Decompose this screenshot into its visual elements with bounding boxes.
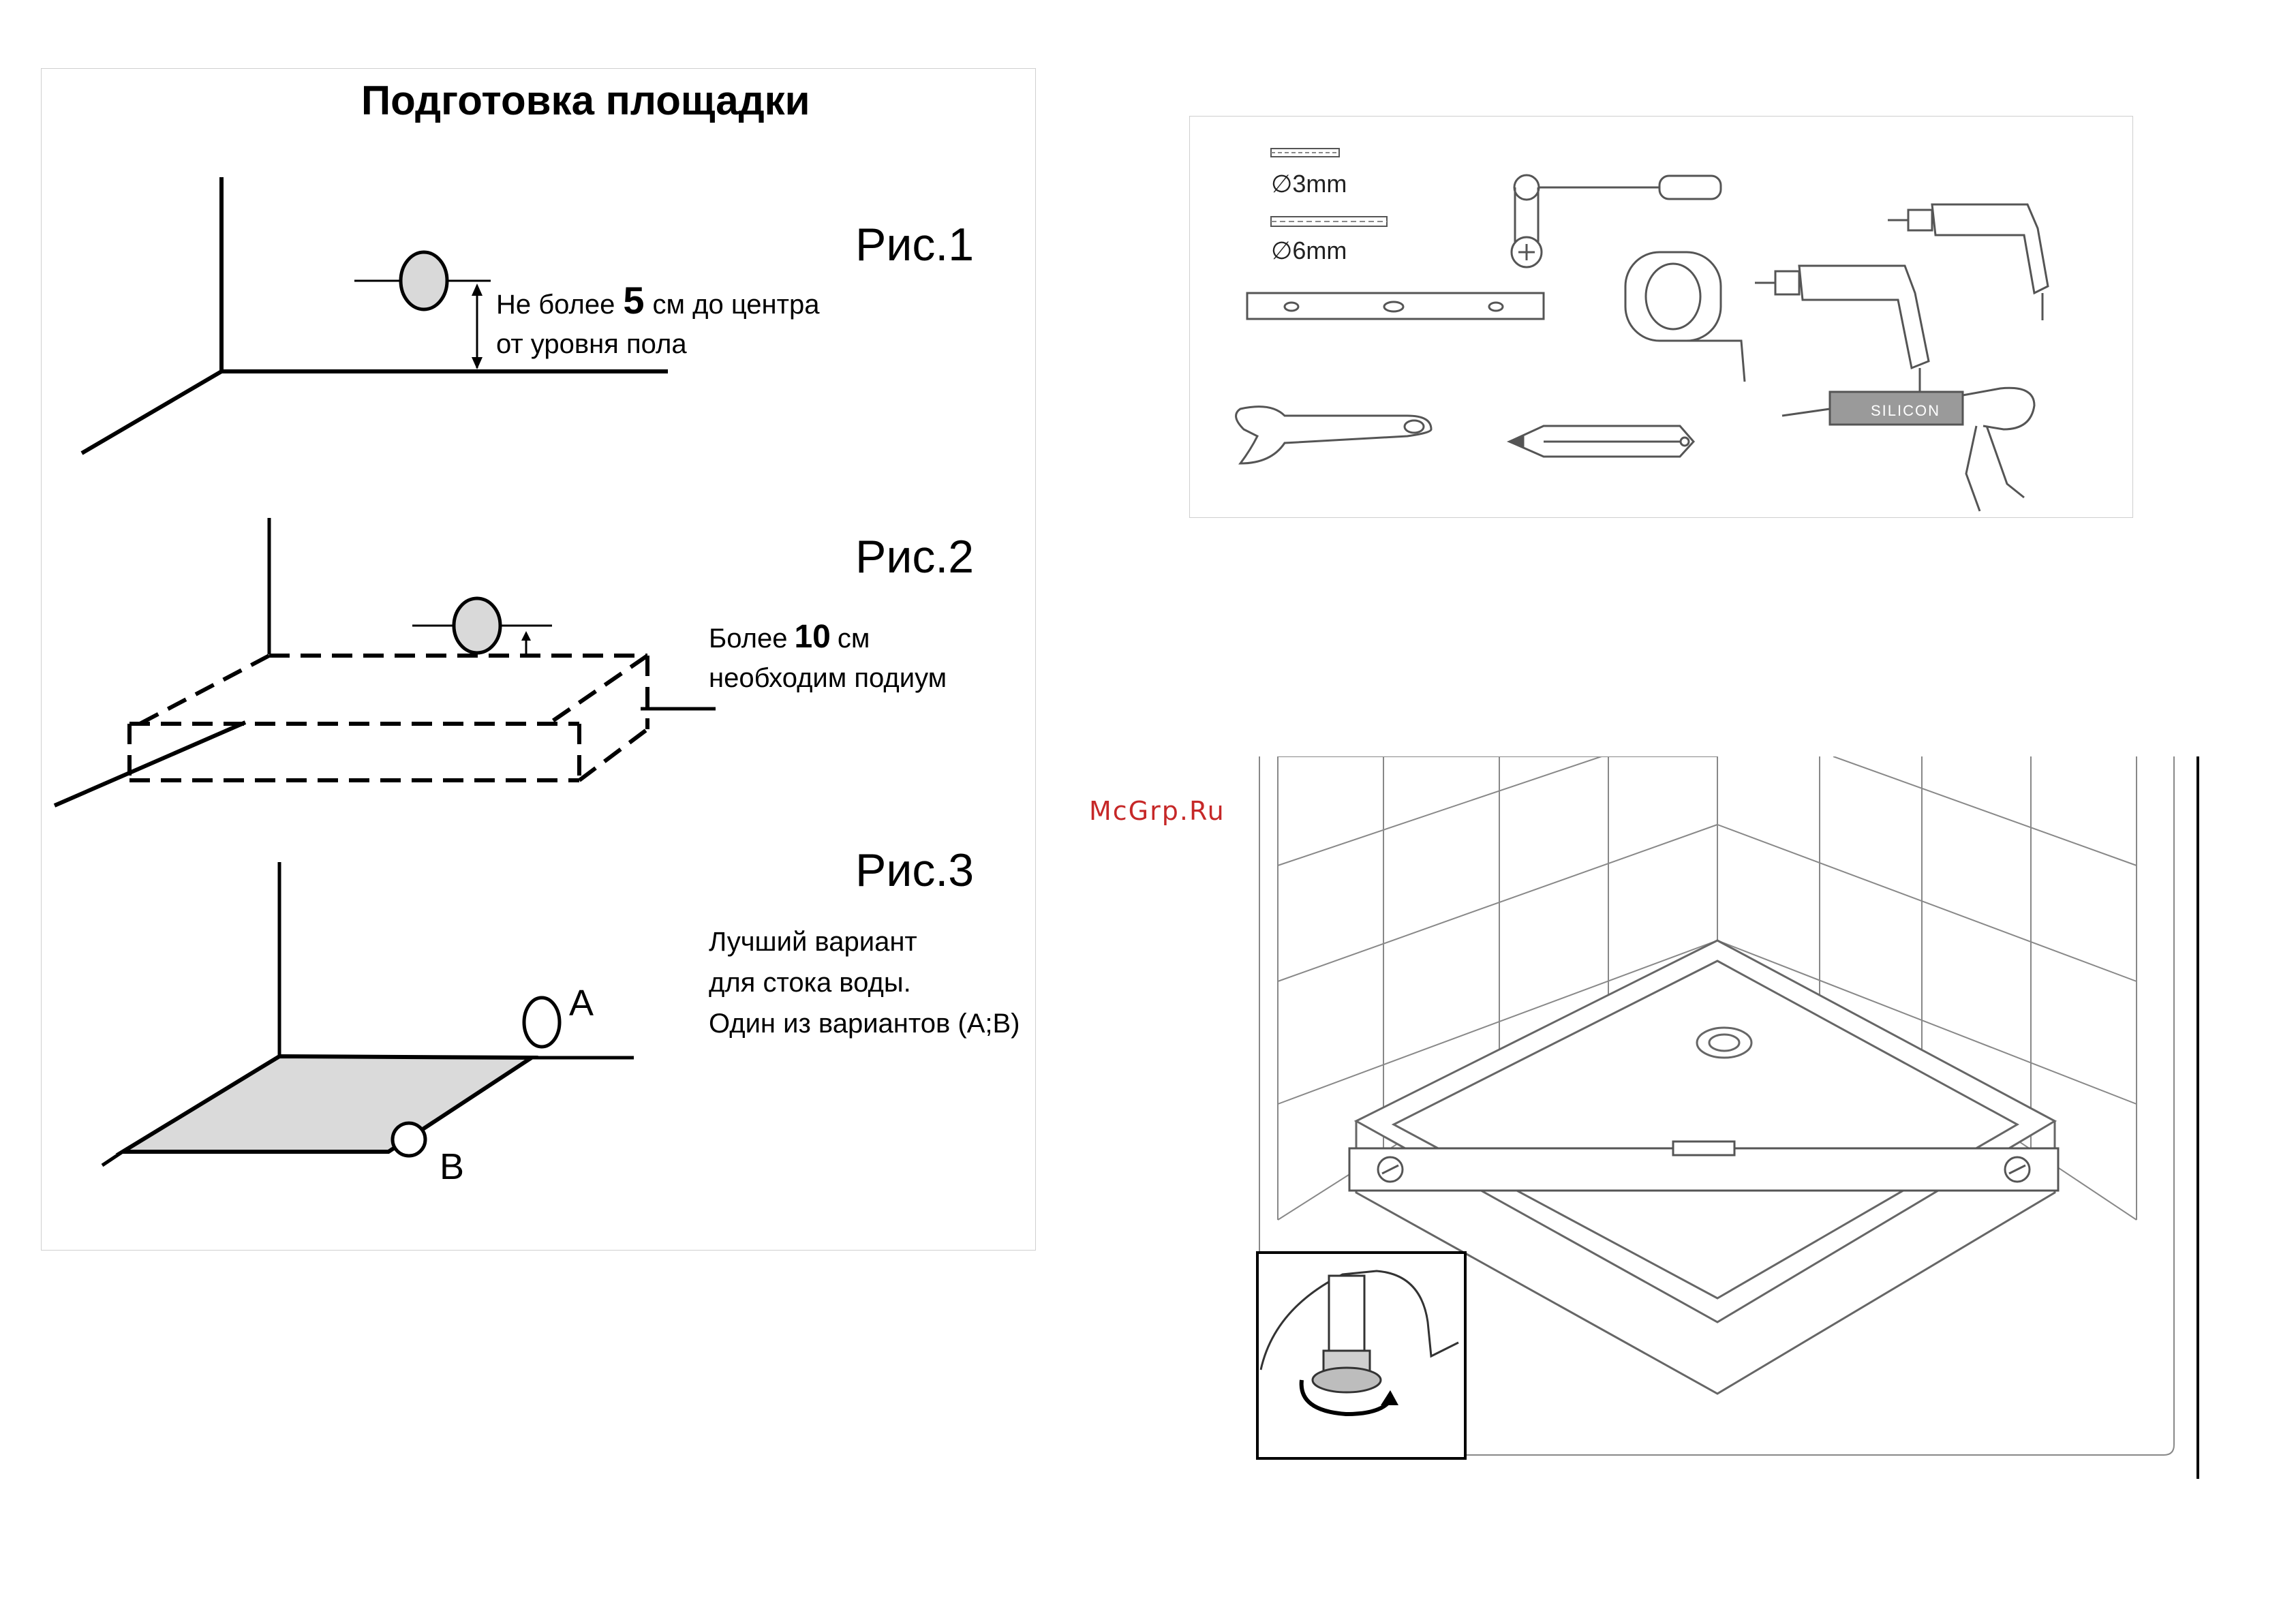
drill-bit-6mm-label: ∅6mm <box>1271 236 1347 264</box>
fig3-note-line1: Лучший вариант <box>709 927 917 957</box>
marker-b-label: B <box>440 1146 464 1187</box>
drill-bit-3mm-label: ∅3mm <box>1271 170 1347 198</box>
watermark: McGrp.Ru <box>1089 796 1225 826</box>
fig2-note-line2: необходим подиум <box>709 663 947 693</box>
drain-marker-a <box>524 998 560 1047</box>
sealant-cartridge-label: SILICON <box>1871 402 1940 419</box>
drain-pipe-icon <box>454 598 500 653</box>
tools-panel: ∅3mm ∅6mm <box>1189 116 2133 518</box>
fig3-label: Рис.3 <box>855 844 974 896</box>
fig3-note-line3: Один из вариантов (A;B) <box>709 1009 1020 1039</box>
tray-installation-diagram <box>1247 756 2201 1482</box>
tray-installation-panel <box>1247 756 2201 1482</box>
adjustable-foot-inset <box>1257 1253 1465 1458</box>
fig3-note-line2: для стока воды. <box>709 968 911 998</box>
fig1-note-line2: от уровня пола <box>496 329 687 359</box>
site-preparation-title: Подготовка площадки <box>361 78 810 123</box>
fig2-label: Рис.2 <box>855 531 974 583</box>
marker-a-label: A <box>569 983 594 1024</box>
spirit-level-icon <box>1349 1142 2058 1191</box>
fig1-label: Рис.1 <box>855 219 974 271</box>
drain-marker-b <box>393 1123 425 1156</box>
drain-pipe-icon <box>401 252 447 309</box>
tools-diagram: ∅3mm ∅6mm <box>1189 116 2133 518</box>
